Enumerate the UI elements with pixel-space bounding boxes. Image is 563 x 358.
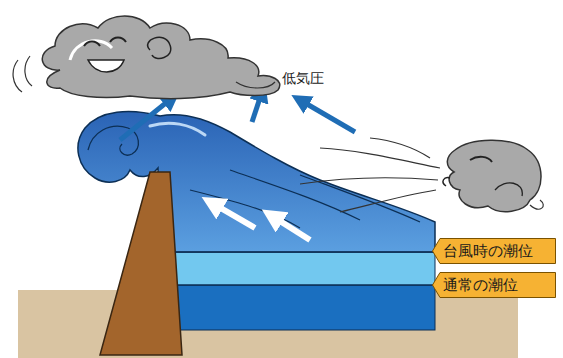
level-tag: 台風時の潮位 bbox=[432, 238, 556, 264]
level-text: 台風時の潮位 bbox=[432, 242, 533, 261]
suction-arrow bbox=[252, 92, 262, 122]
wave-lines bbox=[190, 170, 420, 228]
normal-level-line bbox=[178, 284, 436, 285]
current-arrow bbox=[272, 216, 310, 240]
pressure-label: 低気圧 bbox=[282, 70, 324, 88]
suction-arrow bbox=[120, 98, 172, 140]
level-tag: 通常の潮位 bbox=[432, 272, 556, 298]
suction-arrow bbox=[300, 100, 355, 132]
raised-water bbox=[160, 252, 435, 285]
seawall bbox=[100, 172, 182, 355]
normal-water bbox=[160, 285, 435, 330]
current-arrow bbox=[212, 203, 255, 228]
low-pressure-cloud bbox=[13, 16, 280, 99]
wave-highlight bbox=[150, 123, 205, 135]
typhoon-level-line bbox=[175, 251, 436, 252]
level-text: 通常の潮位 bbox=[432, 276, 518, 295]
wind-character bbox=[300, 138, 543, 212]
